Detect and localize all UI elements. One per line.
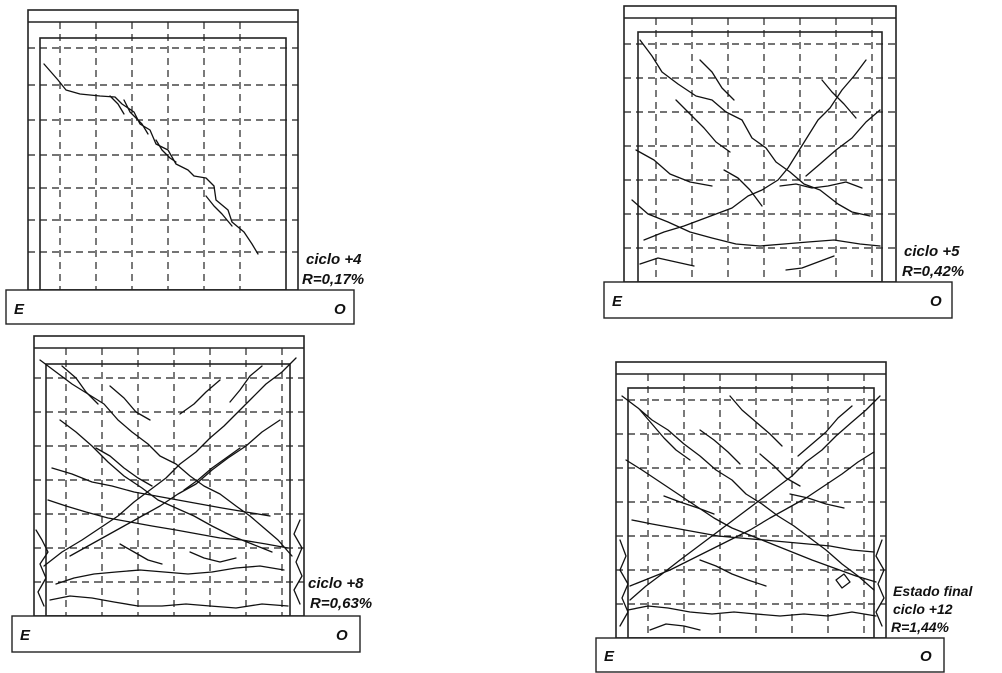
base-label-right: O (336, 627, 348, 644)
base-slab (603, 281, 953, 319)
caption-line-1: ciclo +5 (904, 243, 960, 260)
wall-outline (615, 361, 887, 639)
caption-line-2: R=0,42% (902, 263, 964, 280)
caption-line-3: R=1,44% (891, 619, 950, 635)
grid-lines (28, 22, 298, 290)
crack-lines (619, 395, 885, 631)
base-label-right: O (920, 648, 932, 665)
caption-line-1: Estado final (893, 583, 973, 599)
inner-frame (637, 31, 883, 283)
grid-lines (616, 374, 886, 638)
base-label-left: E (604, 648, 615, 665)
base-slab (5, 289, 355, 325)
base-label-right: O (334, 301, 346, 318)
inner-frame (45, 363, 291, 617)
panel-ciclo-4: E O ciclo +4 R=0,17% (5, 9, 364, 325)
crack-lines (35, 357, 303, 609)
grid-lines (624, 18, 896, 282)
base-label-left: E (20, 627, 31, 644)
crack-lines (631, 39, 881, 271)
crack-lines (43, 63, 259, 255)
caption-line-1: ciclo +8 (308, 575, 364, 592)
base-label-left: E (612, 293, 623, 310)
caption-line-2: R=0,63% (310, 595, 372, 612)
base-label-left: E (14, 301, 25, 318)
base-label-right: O (930, 293, 942, 310)
inner-frame (627, 387, 875, 639)
panel-ciclo-5: E O ciclo +5 R=0,42% (603, 5, 964, 319)
caption-line-2: R=0,17% (302, 271, 364, 288)
panel-estado-final: E O Estado final ciclo +12 R=1,44% (595, 361, 973, 673)
base-slab (595, 637, 945, 673)
caption-line-2: ciclo +12 (893, 601, 953, 617)
caption-line-1: ciclo +4 (306, 251, 362, 268)
wall-outline (27, 9, 299, 291)
panel-ciclo-8: E O ciclo +8 R=0,63% (11, 335, 372, 653)
base-slab (11, 615, 361, 653)
grid-lines (34, 348, 304, 616)
